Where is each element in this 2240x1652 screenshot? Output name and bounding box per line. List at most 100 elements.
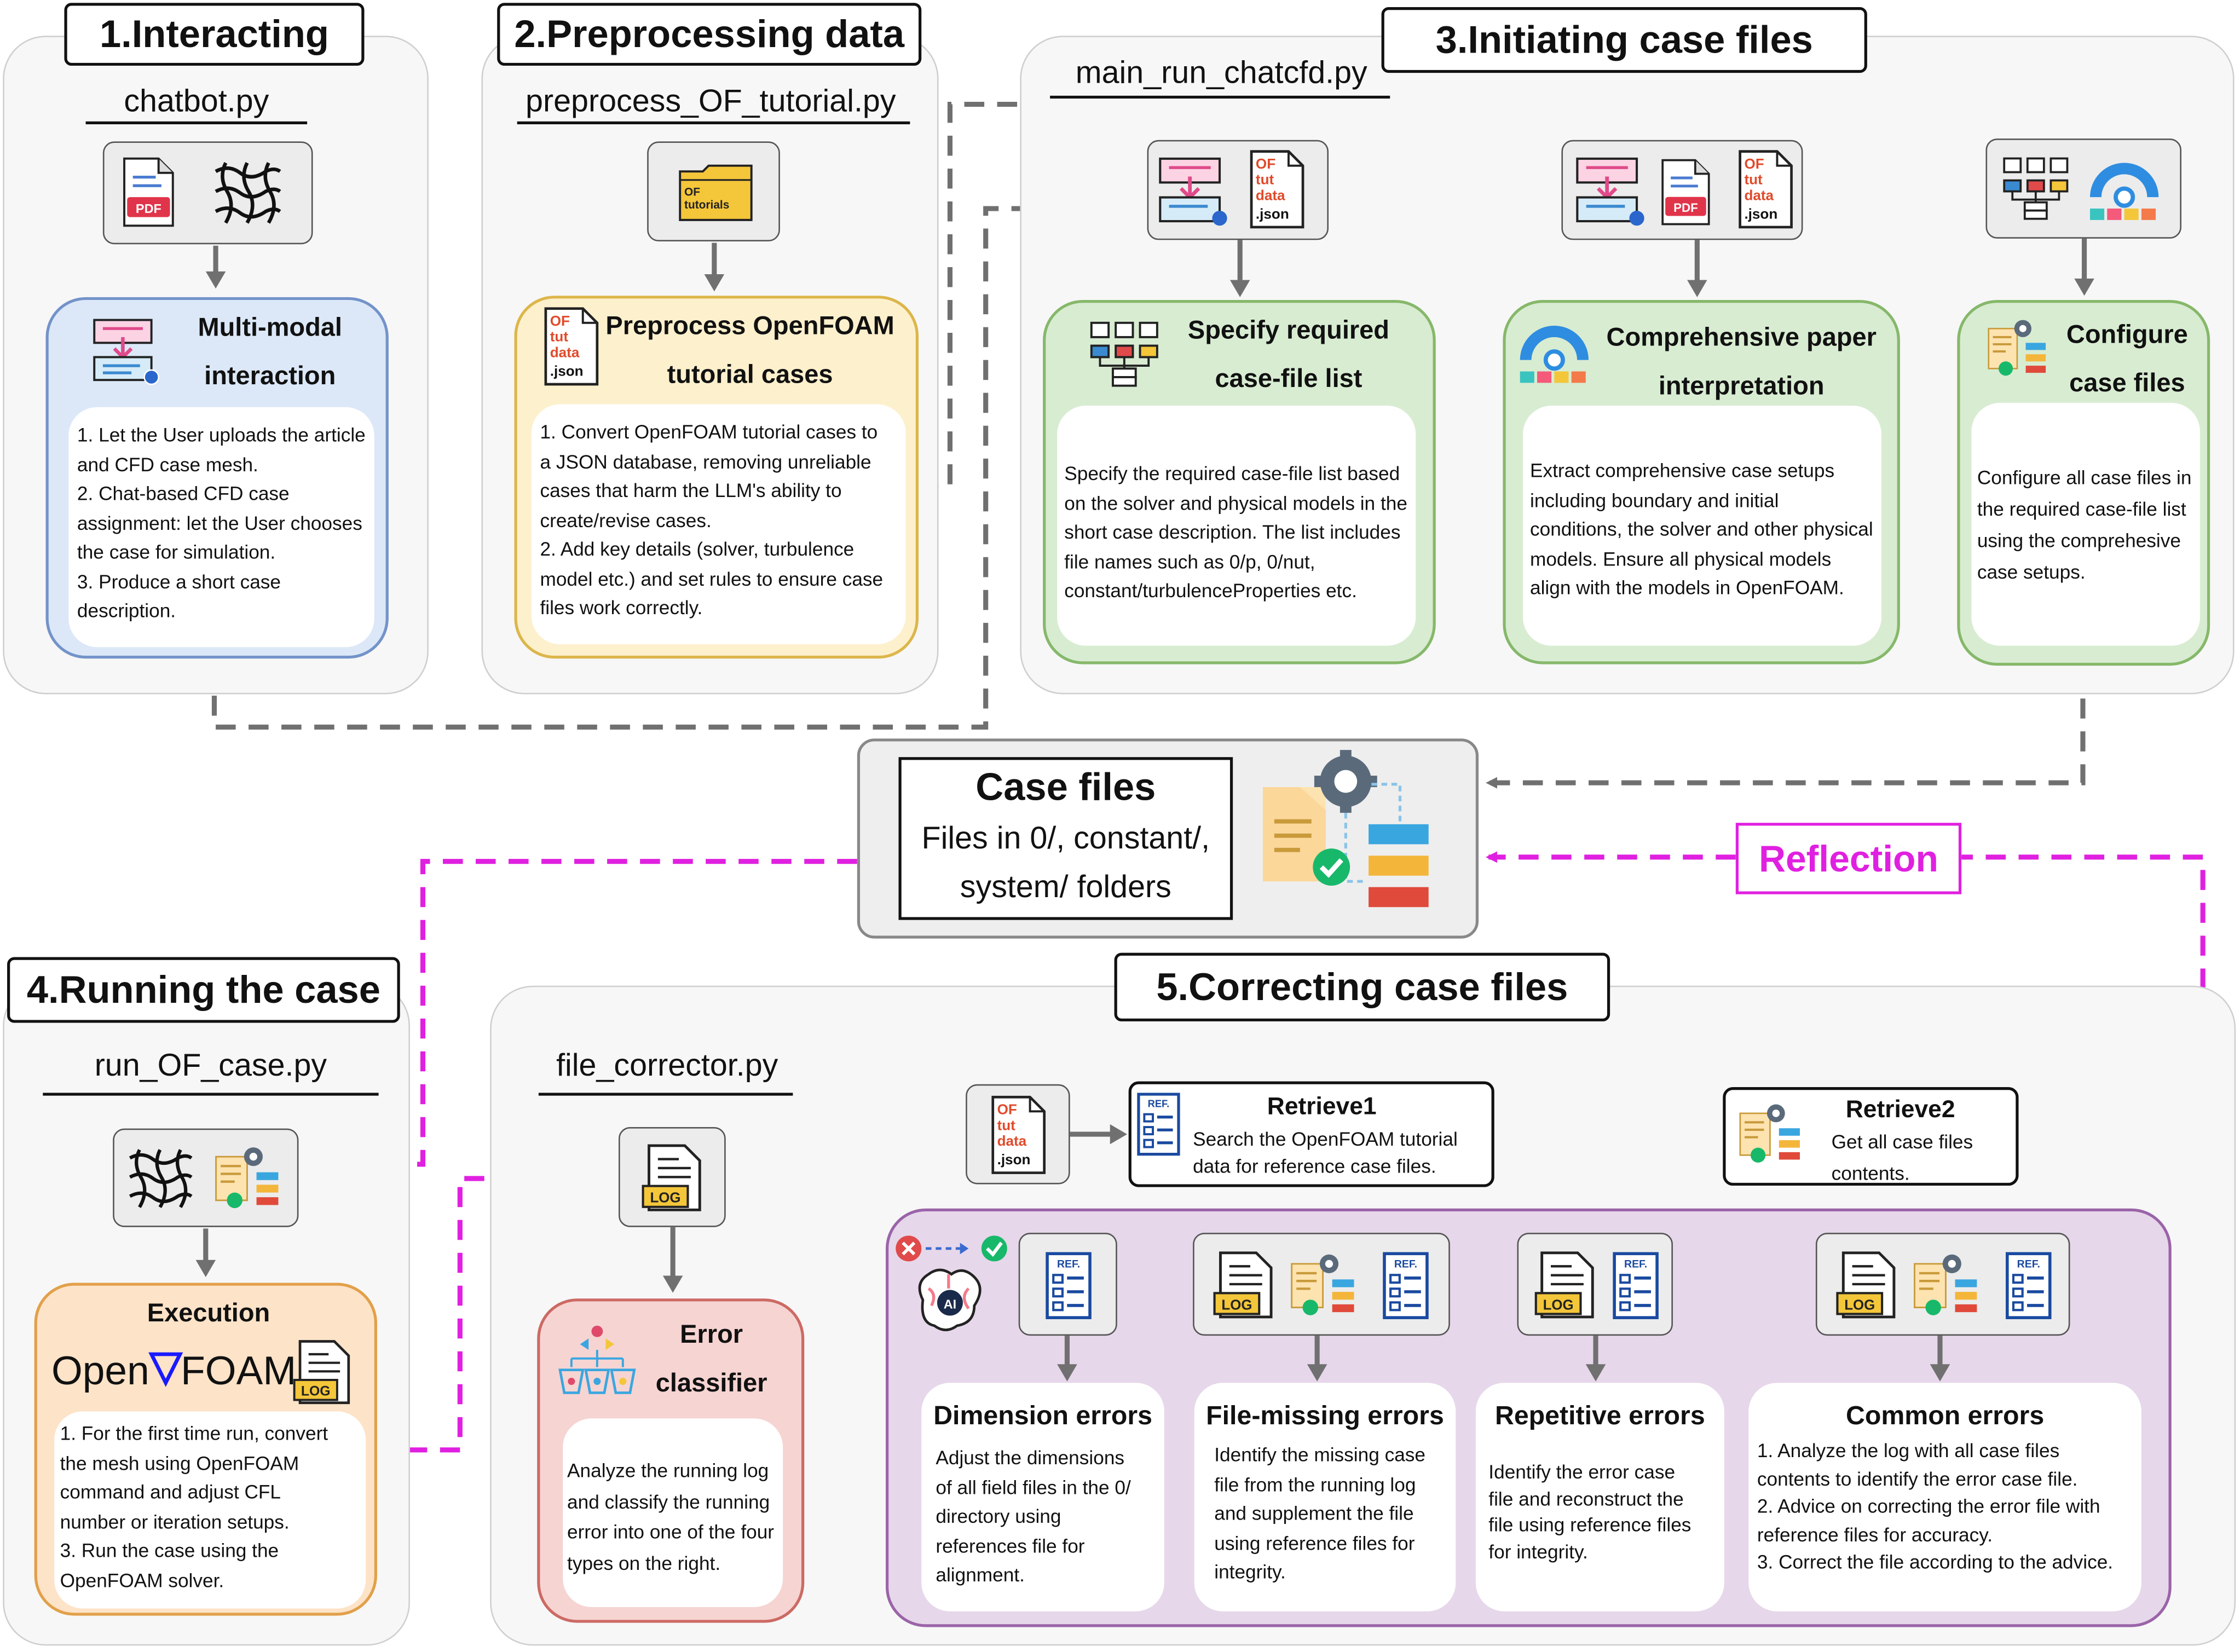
corrector-icon-box: LOG [619, 1127, 726, 1227]
retrieve2-text: Get all case files contents. [1831, 1131, 1973, 1185]
stage5-filename: file_corrector.py [556, 1047, 778, 1083]
flow-stage1-to-specify [211, 203, 1135, 730]
retrieve1-title: Retrieve1 [1267, 1093, 1377, 1120]
svg-text:OF: OF [550, 313, 570, 329]
dimension-icon-box: REF. [1018, 1233, 1117, 1336]
card-preprocess-title-2: tutorial cases [667, 360, 833, 389]
ref-doc-icon: REF. [1383, 1252, 1429, 1319]
svg-text:data: data [1256, 187, 1285, 203]
filemissing-down-arrow [1307, 1336, 1327, 1382]
svg-text:.json: .json [1744, 205, 1777, 222]
mesh-icon [215, 162, 281, 224]
ref-doc-icon: REF. [1137, 1093, 1180, 1156]
card-execution-title: Execution [147, 1298, 270, 1327]
configure-down-arrow [2074, 238, 2094, 296]
stage1-filename: chatbot.py [124, 83, 269, 119]
error-body: Adjust the dimensions of all field files… [936, 1447, 1131, 1586]
svg-text:REF.: REF. [1148, 1098, 1170, 1110]
error-title: File-missing errors [1206, 1400, 1444, 1430]
json-icon: OF tut data .json [1250, 150, 1304, 229]
common-down-arrow [1930, 1336, 1950, 1382]
retrieve1-icon-box: OF tut data .json [966, 1084, 1070, 1185]
log-icon: LOG [1534, 1251, 1594, 1319]
error-card-repetitive: Repetitive errors Identify the error cas… [1475, 1383, 1724, 1611]
stage4-filename: run_OF_case.py [94, 1047, 327, 1083]
repetitive-icon-box: LOG REF. [1517, 1233, 1673, 1336]
stage3-title: 3.Initiating case files [1381, 7, 1867, 73]
error-title: Dimension errors [933, 1400, 1152, 1430]
casefiles-label-box [898, 757, 1233, 920]
card-multimodal: Multi-modal interaction 1. Let the User … [45, 297, 389, 659]
corrector-down-arrow [662, 1227, 683, 1293]
stage3-underline [1050, 95, 1390, 99]
flow-configure-to-casefiles [1486, 666, 2086, 789]
config-files-icon [1291, 1254, 1354, 1315]
svg-text:LOG: LOG [1844, 1297, 1875, 1313]
error-card-filemissing: File-missing errors Identify the missing… [1194, 1383, 1456, 1611]
casefiles-line-2: system/ folders [960, 868, 1171, 904]
specify-down-arrow [1229, 240, 1250, 297]
svg-text:OF: OF [1744, 155, 1764, 172]
configure-icon-box [1985, 138, 2182, 239]
pdf-icon: PDF [123, 157, 174, 227]
svg-text:.json: .json [997, 1151, 1031, 1168]
card-configure-title-2: case files [2069, 368, 2185, 397]
card-paper-title-2: interpretation [1658, 371, 1825, 400]
error-card-dimension: Dimension errors Adjust the dimensions o… [921, 1383, 1164, 1611]
svg-text:.json: .json [550, 362, 584, 379]
svg-text:REF.: REF. [2017, 1258, 2040, 1270]
card-specify-title-2: case-file list [1215, 364, 1363, 393]
ref-doc-icon: REF. [2006, 1252, 2052, 1319]
card-preprocess-text: 1. Convert OpenFOAM tutorial cases to a … [531, 404, 906, 644]
error-body: 1. Analyze the log with all case files c… [1757, 1440, 2114, 1573]
stage5-underline [538, 1093, 793, 1096]
svg-text:REF.: REF. [1394, 1258, 1417, 1270]
svg-text:tut: tut [997, 1117, 1016, 1133]
stage1-down-arrow [205, 245, 226, 289]
stage4-down-arrow [195, 1228, 216, 1278]
svg-text:tut: tut [550, 328, 569, 345]
upload-doc-icon [1576, 157, 1644, 226]
stage2-icon-box: OF tutorials [647, 141, 780, 242]
stage2-underline [517, 121, 910, 125]
retrieve2-title: Retrieve2 [1845, 1095, 1955, 1123]
card-multimodal-title-1: Multi-modal [198, 313, 343, 342]
card-paper: Comprehensive paper interpretation Extra… [1503, 300, 1900, 665]
mesh-icon [129, 1149, 193, 1208]
casefiles-title: Case files [975, 765, 1156, 809]
ai-brain-icon: AI [896, 1235, 1007, 1331]
card-configure-text: Configure all case files in the required… [1971, 402, 2200, 646]
error-body: Identify the missing case file from the … [1214, 1444, 1426, 1583]
gauge-icon [2089, 163, 2159, 220]
pdf-icon: PDF [1661, 159, 1710, 226]
card-execution-text: 1. For the first time run, convert the m… [54, 1411, 366, 1609]
card-paper-title-1: Comprehensive paper [1606, 322, 1877, 351]
retrieve1-arrow [1070, 1124, 1128, 1145]
stage4-title: 4.Running the case [7, 957, 400, 1023]
card-preprocess-title-1: Preprocess OpenFOAM [605, 311, 894, 340]
error-body: Identify the error case file and reconst… [1488, 1461, 1691, 1562]
specify-icon-box: OF tut data .json [1147, 140, 1329, 240]
error-card-common: Common errors 1. Analyze the log with al… [1748, 1383, 2141, 1611]
ref-doc-icon: REF. [1046, 1252, 1092, 1319]
file-tree-icon [2003, 157, 2069, 220]
svg-text:tut: tut [1256, 171, 1274, 188]
svg-text:.json: .json [1256, 205, 1289, 222]
config-files-icon [215, 1147, 279, 1209]
svg-text:LOG: LOG [301, 1384, 331, 1399]
card-multimodal-text: 1. Let the User uploads the article and … [68, 407, 374, 648]
classify-icon [558, 1325, 636, 1394]
config-files-icon [1988, 320, 2046, 376]
config-files-icon [1739, 1104, 1800, 1163]
card-specify-title-1: Specify required [1187, 315, 1389, 344]
svg-text:LOG: LOG [650, 1191, 680, 1206]
json-icon: OF tut data .json [1739, 150, 1793, 229]
reflection-label: Reflection [1735, 823, 1962, 894]
svg-text:data: data [550, 344, 580, 360]
svg-text:REF.: REF. [1057, 1258, 1080, 1270]
card-classifier-title-2: classifier [655, 1368, 767, 1397]
svg-text:data: data [1744, 187, 1774, 203]
svg-text:tutorials: tutorials [684, 199, 729, 211]
